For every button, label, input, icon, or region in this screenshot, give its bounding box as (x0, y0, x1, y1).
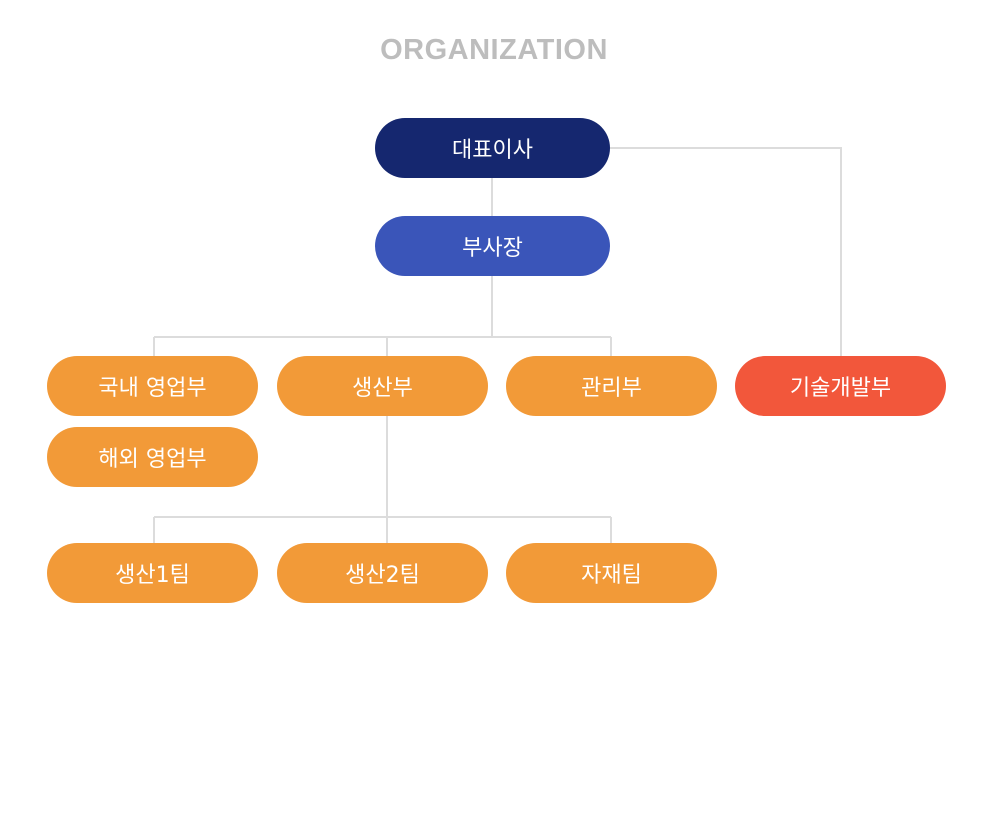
node-management: 관리부 (506, 356, 717, 416)
node-rnd-label: 기술개발부 (789, 376, 892, 401)
page-title: ORGANIZATION (380, 34, 608, 66)
node-ceo: 대표이사 (375, 118, 610, 178)
node-production-team-2: 생산2팀 (277, 543, 488, 603)
node-production-team-1: 생산1팀 (47, 543, 258, 603)
node-vice-president: 부사장 (375, 216, 610, 276)
node-vice-president-label: 부사장 (462, 236, 523, 261)
node-ceo-label: 대표이사 (452, 138, 533, 163)
node-overseas-sales-label: 해외 영업부 (98, 447, 207, 472)
node-production-team-1-label: 생산1팀 (115, 563, 190, 588)
node-overseas-sales: 해외 영업부 (47, 427, 258, 487)
connector-ceo-rnd (610, 147, 842, 356)
node-production: 생산부 (277, 356, 488, 416)
node-rnd: 기술개발부 (735, 356, 946, 416)
node-domestic-sales-label: 국내 영업부 (98, 376, 207, 401)
node-management-label: 관리부 (581, 376, 642, 401)
node-production-label: 생산부 (352, 376, 413, 401)
node-materials-team: 자재팀 (506, 543, 717, 603)
node-materials-team-label: 자재팀 (581, 563, 642, 588)
node-production-team-2-label: 생산2팀 (345, 563, 420, 588)
node-domestic-sales: 국내 영업부 (47, 356, 258, 416)
